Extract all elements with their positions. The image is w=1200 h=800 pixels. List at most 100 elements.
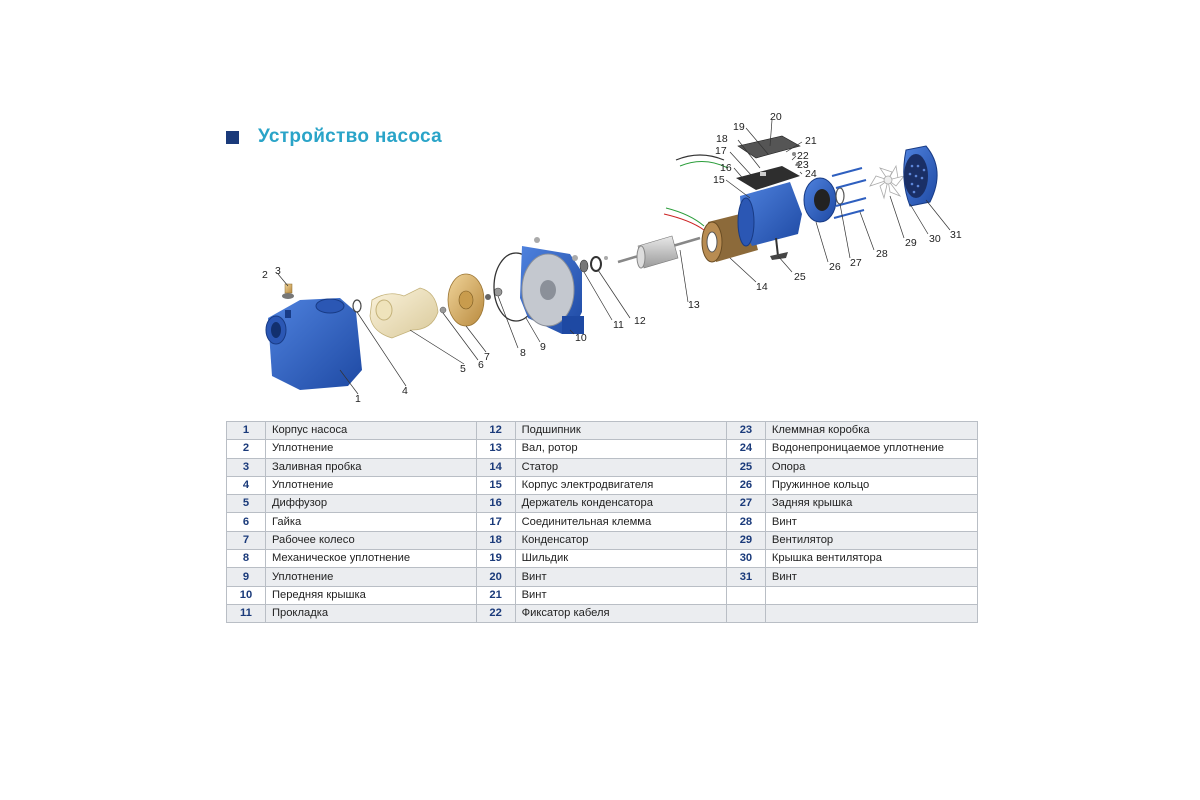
part-number: 20 [475, 567, 516, 587]
part-name: Клеммная коробка [764, 420, 979, 441]
callout-19: 19 [733, 121, 745, 133]
part-number: 29 [725, 530, 766, 551]
part-name: Механическое уплотнение [264, 549, 477, 569]
part-number: 24 [725, 439, 766, 459]
callout-6: 6 [478, 359, 484, 371]
part-name: Винт [514, 567, 727, 587]
part-name: Задняя крышка [764, 494, 979, 514]
table-row: 7 Рабочее колесо 18 Конденсатор 29 Венти… [226, 530, 979, 551]
callout-leaders [277, 119, 951, 395]
diffuser-part [369, 287, 439, 339]
part-number: 16 [475, 494, 516, 514]
callout-18: 18 [716, 133, 728, 145]
callout-8: 8 [520, 347, 526, 359]
part-number: 4 [226, 475, 266, 496]
part-name: Фиксатор кабеля [514, 603, 727, 624]
callout-11: 11 [613, 319, 624, 331]
callout-21: 21 [805, 135, 817, 147]
part-name: Гайка [264, 512, 477, 532]
callout-30: 30 [929, 233, 941, 245]
table-row: 1 Корпус насоса 12 Подшипник 23 Клеммная… [226, 420, 979, 441]
impeller-part [447, 273, 485, 327]
pump-body-part [265, 298, 362, 390]
part-name: Подшипник [514, 420, 727, 441]
callout-29: 29 [905, 237, 917, 249]
part-number: 9 [226, 567, 266, 587]
motor-casing-part [737, 182, 802, 260]
part-number: 10 [226, 585, 266, 605]
part-number: 18 [475, 530, 516, 551]
part-name: Крышка вентилятора [764, 549, 979, 569]
part-number: 12 [475, 420, 516, 441]
part-number: 27 [725, 494, 766, 514]
exploded-pump-diagram: 1 2 3 4 5 6 7 8 9 10 11 12 13 14 15 16 1… [262, 111, 962, 405]
table-row: 5 Диффузор 16 Держатель конденсатора 27 … [226, 494, 979, 514]
part-number: 11 [226, 603, 266, 624]
part-number: 13 [475, 439, 516, 459]
part-name: Диффузор [264, 494, 477, 514]
table-row: 8 Механическое уплотнение 19 Шильдик 30 … [226, 549, 979, 569]
part-name: Корпус электродвигателя [514, 475, 727, 496]
part-number: 14 [475, 457, 516, 477]
part-number: 22 [475, 603, 516, 624]
title-square-icon [226, 130, 239, 144]
part-name: Передняя крышка [264, 585, 477, 605]
part-name: Заливная пробка [264, 457, 477, 477]
callout-1: 1 [355, 393, 361, 405]
callout-7: 7 [484, 351, 490, 363]
part-number: 7 [226, 530, 266, 551]
part-name: Водонепроницаемое уплотнение [764, 439, 979, 459]
table-row: 2 Уплотнение 13 Вал, ротор 24 Водонепрон… [226, 439, 979, 459]
callout-24: 24 [805, 168, 817, 180]
part-number: 15 [475, 475, 516, 496]
callout-2: 2 [262, 269, 268, 281]
shaft-rotor-part [617, 235, 701, 269]
callout-23: 23 [797, 159, 809, 171]
part-number: 28 [725, 512, 766, 532]
callout-16: 16 [720, 162, 732, 174]
callout-10: 10 [575, 332, 587, 344]
table-row: 4 Уплотнение 15 Корпус электродвигателя … [226, 475, 979, 496]
table-row: 6 Гайка 17 Соединительная клемма 28 Винт [226, 512, 979, 532]
callout-9: 9 [540, 341, 546, 353]
part-number: 6 [226, 512, 266, 532]
part-number: 8 [226, 549, 266, 569]
part-number: 30 [725, 549, 766, 569]
part-name: Винт [514, 585, 727, 605]
rear-cover-part [803, 177, 845, 223]
seal-ring-part [352, 299, 362, 313]
part-number: 5 [226, 494, 266, 514]
callout-3: 3 [275, 265, 281, 277]
part-name: Корпус насоса [264, 420, 477, 441]
part-number: 23 [725, 420, 766, 441]
part-name: Уплотнение [264, 439, 477, 459]
table-row: 11 Прокладка 22 Фиксатор кабеля [226, 603, 979, 624]
part-number: 31 [725, 567, 766, 587]
fan-part [869, 164, 906, 200]
part-number: 2 [226, 439, 266, 459]
part-name: Шильдик [514, 549, 727, 569]
part-number: 3 [226, 457, 266, 477]
part-name: Опора [764, 457, 979, 477]
part-name: Пружинное кольцо [764, 475, 979, 496]
empty-cell [764, 585, 979, 605]
callout-5: 5 [460, 363, 466, 375]
part-name: Рабочее колесо [264, 530, 477, 551]
callout-28: 28 [876, 248, 888, 260]
terminal-box-part [675, 135, 801, 190]
table-row: 9 Уплотнение 20 Винт 31 Винт [226, 567, 979, 587]
callout-13: 13 [688, 299, 700, 311]
part-name: Прокладка [264, 603, 477, 624]
callout-25: 25 [794, 271, 806, 283]
callout-15: 15 [713, 174, 725, 186]
callout-22: 22 [797, 150, 809, 162]
table-row: 10 Передняя крышка 21 Винт [226, 585, 979, 605]
callout-12: 12 [634, 315, 646, 327]
callout-26: 26 [829, 261, 841, 273]
part-number: 1 [226, 420, 266, 441]
part-name: Вентилятор [764, 530, 979, 551]
empty-cell [764, 603, 979, 624]
callout-31: 31 [950, 229, 962, 241]
part-name: Уплотнение [264, 475, 477, 496]
part-name: Конденсатор [514, 530, 727, 551]
